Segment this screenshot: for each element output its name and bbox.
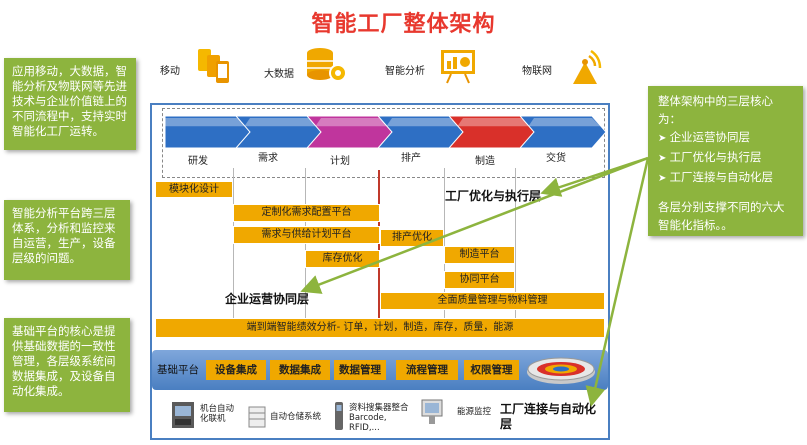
stage-label: 需求 bbox=[258, 153, 278, 164]
bar-quality: 全面质量管理与物料管理 bbox=[380, 292, 605, 310]
note-bottom-left: 基础平台的核心是提供基础数据的一致性管理，各层级系统间数据集成，及设备自动化集成… bbox=[4, 318, 130, 412]
page-title: 智能工厂整体架构 bbox=[311, 12, 496, 37]
note-mid-left: 智能分析平台跨三层体系，分析和监控来自运营，生产，设备层级的问题。 bbox=[4, 200, 130, 280]
base-item: 设备集成 bbox=[206, 360, 266, 380]
bar-scheduling: 排产优化 bbox=[380, 229, 444, 247]
stage-label: 交货 bbox=[546, 153, 566, 164]
value-chain-container bbox=[162, 108, 605, 178]
note-right-item: 企业运营协同层 bbox=[658, 128, 793, 148]
stage-label: 研发 bbox=[188, 156, 208, 167]
stage-label: 排产 bbox=[401, 153, 421, 164]
base-item: 数据集成 bbox=[270, 360, 330, 380]
stage-label: 制造 bbox=[475, 156, 495, 167]
base-item: 流程管理 bbox=[396, 360, 458, 380]
device-label: 能源监控 bbox=[457, 407, 492, 417]
bar-manufacturing: 制造平台 bbox=[444, 246, 515, 264]
tech-label-mobile: 移动 bbox=[160, 66, 180, 77]
warehouse-icon bbox=[247, 405, 267, 429]
note-right: 整体架构中的三层核心为： 企业运营协同层 工厂优化与执行层 工厂连接与自动化层 … bbox=[648, 86, 803, 236]
base-platform-label: 基础平台 bbox=[157, 364, 199, 376]
stage-label: 计划 bbox=[330, 156, 350, 167]
database-icon bbox=[302, 45, 350, 85]
scanner-icon bbox=[332, 400, 346, 432]
platform-wheel-icon bbox=[525, 354, 597, 386]
note-right-title: 整体架构中的三层核心为： bbox=[658, 94, 773, 126]
layer-title-enterprise: 企业运营协同层 bbox=[225, 292, 310, 306]
note-top-left: 应用移动，大数据，智能分析及物联网等先进技术与企业价值链上的不同流程中，支持实时… bbox=[4, 58, 136, 150]
layer-title-factory: 工厂优化与执行层 bbox=[445, 189, 542, 203]
machine-icon bbox=[170, 398, 196, 432]
bar-supply-plan: 需求与供给计划平台 bbox=[233, 226, 380, 244]
mobile-icon bbox=[195, 45, 235, 87]
energy-monitor-icon bbox=[420, 398, 444, 428]
layer-title-connect: 工厂连接与自动化层 bbox=[500, 402, 597, 431]
note-right-item: 工厂优化与执行层 bbox=[658, 148, 793, 168]
device-label: 自动仓储系统 bbox=[270, 412, 322, 422]
note-right-item: 工厂连接与自动化层 bbox=[658, 168, 793, 188]
tech-label-iot: 物联网 bbox=[522, 66, 552, 77]
analytics-board-icon bbox=[437, 48, 481, 84]
bar-inventory: 库存优化 bbox=[305, 250, 380, 268]
device-label: 机台自动化联机 bbox=[200, 404, 235, 424]
bar-modular-design: 模块化设计 bbox=[155, 181, 233, 198]
tech-label-bigdata: 大数据 bbox=[264, 69, 294, 80]
tech-label-analytics: 智能分析 bbox=[385, 66, 425, 77]
base-item: 数据管理 bbox=[334, 360, 386, 380]
bar-collaboration: 协同平台 bbox=[444, 271, 515, 289]
note-right-footer: 各层分别支撑不同的六大智能化指标。。 bbox=[658, 200, 785, 232]
iot-antenna-icon bbox=[565, 50, 605, 86]
bar-analytics: 端到端智能绩效分析- 订单，计划，制造，库存，质量，能源 bbox=[155, 318, 605, 338]
device-label: 资料搜集器整合 Barcode, RFID,... bbox=[349, 403, 409, 433]
bar-custom-demand: 定制化需求配置平台 bbox=[233, 204, 380, 222]
base-item: 权限管理 bbox=[464, 360, 519, 380]
